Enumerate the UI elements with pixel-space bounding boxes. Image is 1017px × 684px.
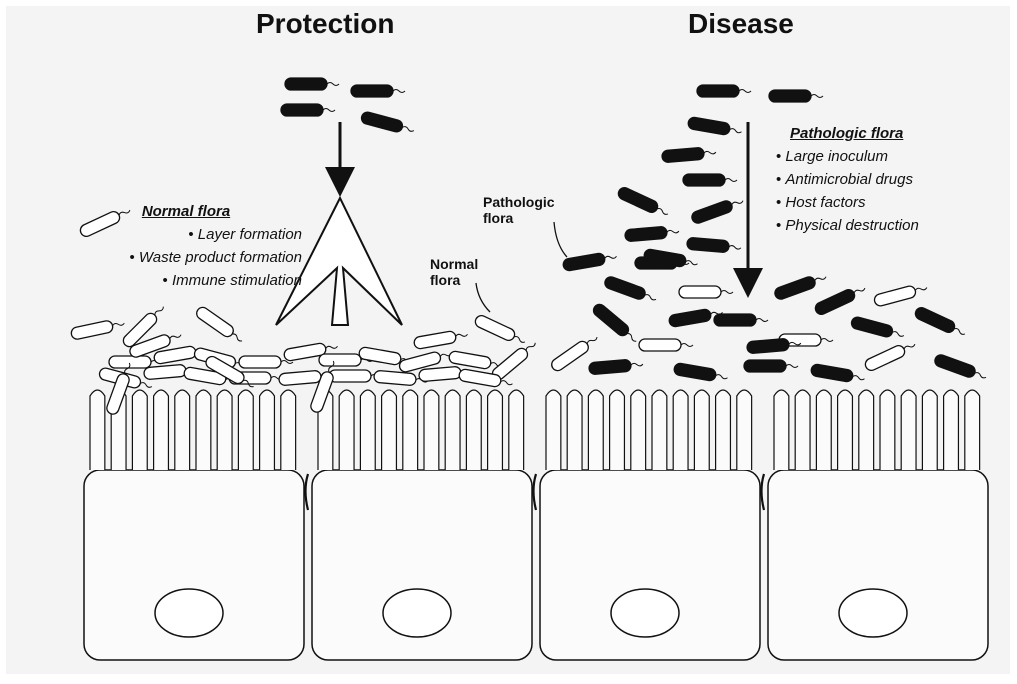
microvillus [922, 390, 937, 470]
microvillus [631, 390, 646, 470]
benefit-item: Immune stimulation [40, 269, 302, 292]
microvillus [859, 390, 874, 470]
microvillus [360, 390, 375, 470]
pathologic-flora-heading: Pathologic flora [776, 122, 919, 145]
microvillus [281, 390, 296, 470]
microvillus [217, 390, 232, 470]
microvillus [509, 390, 524, 470]
microvillus [944, 390, 959, 470]
microvillus [90, 390, 105, 470]
microvillus [965, 390, 980, 470]
normal-flora-label: Normal flora [430, 256, 478, 288]
microvillus [838, 390, 853, 470]
microvillus [816, 390, 831, 470]
pathologic-flora-label: Pathologic flora [483, 194, 555, 226]
microvillus [132, 390, 147, 470]
factor-item: Host factors [776, 191, 919, 214]
protection-title: Protection [256, 8, 394, 40]
microvillus [588, 390, 603, 470]
microvillus [652, 390, 667, 470]
microvillus [795, 390, 810, 470]
microvillus [424, 390, 439, 470]
factor-item: Large inoculum [776, 145, 919, 168]
cell-nucleus [839, 589, 907, 637]
microvillus [880, 390, 895, 470]
disease-title: Disease [688, 8, 794, 40]
cell-nucleus [383, 589, 451, 637]
microvillus [339, 390, 354, 470]
cell-nucleus [611, 589, 679, 637]
microvillus [901, 390, 916, 470]
microvillus [196, 390, 211, 470]
normal-flora-heading: Normal flora [40, 200, 302, 223]
microvillus [694, 390, 709, 470]
microvillus [488, 390, 503, 470]
benefit-item: Layer formation [40, 223, 302, 246]
microvillus [382, 390, 397, 470]
microvillus [546, 390, 561, 470]
factor-item: Antimicrobial drugs [776, 168, 919, 191]
normal-flora-benefits: Normal flora Layer formation Waste produ… [40, 200, 302, 292]
microvillus [774, 390, 789, 470]
microvillus [238, 390, 253, 470]
microvillus [466, 390, 481, 470]
factor-item: Physical destruction [776, 214, 919, 237]
benefit-item: Waste product formation [40, 246, 302, 269]
microvillus [260, 390, 275, 470]
microvillus [403, 390, 418, 470]
microvillus [673, 390, 688, 470]
microvillus [737, 390, 752, 470]
microvillus [154, 390, 169, 470]
microvillus [716, 390, 731, 470]
microvillus [610, 390, 625, 470]
cell-nucleus [155, 589, 223, 637]
microvillus [567, 390, 582, 470]
microvillus [175, 390, 190, 470]
microvillus [445, 390, 460, 470]
pathologic-flora-factors: Pathologic flora Large inoculum Antimicr… [776, 122, 919, 237]
